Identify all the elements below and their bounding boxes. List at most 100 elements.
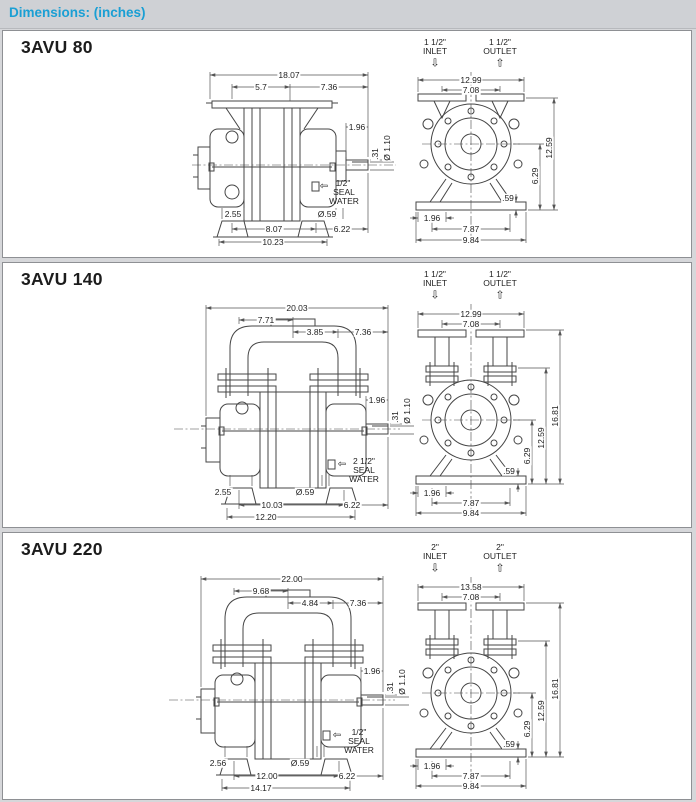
dim-height-centerline: 6.29 [529, 166, 540, 186]
dim-port-centers: 7.08 [461, 84, 481, 95]
dim-foot-width-front: 1.96 [422, 487, 442, 498]
side-view-drawing-140: 20.03 7.71 3.85 7.36 1.96 .31 Ø 1.10 ⇦ 2… [168, 296, 418, 522]
section-3avu-80: 3AVU 80 18.07 5.7 7.36 1.96 .31 Ø 1.10 ⇦… [2, 30, 692, 258]
dim-side-right: 7.36 [319, 81, 339, 92]
outlet-arrow-icon: ⇧ [495, 562, 505, 575]
dim-side-total: 22.00 [280, 573, 304, 584]
front-view-svg [408, 268, 573, 521]
side-view-svg [163, 567, 413, 792]
outlet-size: 1 1/2" [489, 268, 511, 279]
dim-foot-width-front: 1.96 [422, 212, 442, 223]
inlet-arrow-icon: ⇩ [430, 57, 440, 70]
side-view-svg [168, 296, 418, 521]
seal-water-line1: SEAL [333, 186, 355, 197]
dim-base-pad: .59 [502, 465, 516, 476]
model-title-220: 3AVU 220 [21, 539, 103, 559]
inlet-label: INLET [422, 277, 448, 288]
dim-foot-hole: Ø.59 [294, 486, 316, 497]
dim-side-sub1: 5.7 [254, 81, 268, 92]
dim-height-centerline: 6.29 [521, 719, 532, 739]
dim-height-centerline: 6.29 [521, 446, 532, 466]
outlet-arrow-icon: ⇧ [495, 289, 505, 302]
dim-foot-centers: 7.87 [461, 770, 481, 781]
side-view-drawing-80: 18.07 5.7 7.36 1.96 .31 Ø 1.10 ⇦ 1/2" SE… [186, 59, 416, 251]
dim-shaft-overhang: 6.22 [337, 770, 357, 781]
dim-flange-span: 12.99 [459, 308, 483, 319]
page-title: Dimensions: (inches) [9, 5, 146, 20]
dim-foot-width: 2.56 [208, 757, 228, 768]
dim-side-sub2: 4.84 [300, 597, 320, 608]
dim-shaft-length: 1.96 [367, 394, 387, 405]
inlet-size: 1 1/2" [424, 36, 446, 47]
dim-foot-hole: Ø.59 [316, 208, 338, 219]
dim-side-sub1: 9.68 [251, 585, 271, 596]
dim-key-height: .31 [369, 147, 380, 161]
dim-height-top: 16.81 [549, 677, 560, 701]
dim-base-width-front: 9.84 [461, 780, 481, 791]
dim-base-width: 14.17 [249, 782, 273, 793]
dim-port-centers: 7.08 [461, 318, 481, 329]
inlet-arrow-icon: ⇩ [430, 289, 440, 302]
front-view-drawing-220: 2" INLET ⇩ 2" OUTLET ⇧ 13.58 7.08 16.81 … [408, 541, 573, 794]
dim-side-total: 18.07 [277, 69, 301, 80]
inlet-label: INLET [422, 550, 448, 561]
dim-shaft-diameter: Ø 1.10 [396, 668, 407, 696]
dim-foot-hole: Ø.59 [289, 757, 311, 768]
dim-foot-span: 10.03 [260, 499, 284, 510]
dim-height-total: 12.59 [535, 426, 546, 450]
dim-base-pad: .59 [502, 738, 516, 749]
dim-key-height: .31 [384, 681, 395, 695]
header-bar: Dimensions: (inches) [0, 0, 696, 29]
seal-water-line2: WATER [329, 195, 359, 206]
dim-port-centers: 7.08 [461, 591, 481, 602]
dim-base-width: 10.23 [261, 236, 285, 247]
dim-shaft-overhang: 6.22 [332, 223, 352, 234]
dim-key-height: .31 [389, 410, 400, 424]
dim-shaft-length: 1.96 [347, 121, 367, 132]
seal-water-arrow-icon: ⇦ [332, 730, 342, 741]
inlet-label: INLET [422, 45, 448, 56]
outlet-label: OUTLET [483, 550, 517, 561]
section-3avu-220: 3AVU 220 22.00 9.68 4.84 7.36 1.96 .31 Ø… [2, 532, 692, 800]
seal-water-size: 2 1/2" [353, 455, 375, 466]
outlet-label: OUTLET [483, 45, 517, 56]
seal-water-arrow-icon: ⇦ [319, 181, 329, 192]
model-title-80: 3AVU 80 [21, 37, 93, 57]
outlet-label: OUTLET [483, 277, 517, 288]
dim-shaft-length: 1.96 [362, 665, 382, 676]
dim-foot-width: 2.55 [213, 486, 233, 497]
inlet-size: 1 1/2" [424, 268, 446, 279]
dim-base-pad: .59 [501, 192, 515, 203]
inlet-arrow-icon: ⇩ [430, 562, 440, 575]
dim-flange-span: 12.99 [459, 74, 483, 85]
section-3avu-140: 3AVU 140 20.03 7.71 3.85 7.36 1.96 .31 Ø… [2, 262, 692, 528]
inlet-size: 2" [431, 541, 439, 552]
dim-foot-span: 12.00 [255, 770, 279, 781]
outlet-size: 2" [496, 541, 504, 552]
seal-water-line1: SEAL [353, 464, 375, 475]
front-view-drawing-140: 1 1/2" INLET ⇩ 1 1/2" OUTLET ⇧ 12.99 7.0… [408, 268, 573, 521]
dim-height-top: 16.81 [549, 404, 560, 428]
seal-water-line2: WATER [344, 744, 374, 755]
seal-water-line2: WATER [349, 473, 379, 484]
front-view-svg [408, 541, 573, 794]
dim-foot-span: 8.07 [264, 223, 284, 234]
dim-base-width-front: 9.84 [461, 234, 481, 245]
dim-shaft-overhang: 6.22 [342, 499, 362, 510]
dim-height-total: 12.59 [543, 136, 554, 160]
dim-height-total: 12.59 [535, 699, 546, 723]
seal-water-size: 1/2" [351, 726, 367, 737]
dim-side-sub2: 3.85 [305, 326, 325, 337]
dim-base-width-front: 9.84 [461, 507, 481, 518]
dim-side-right: 7.36 [353, 326, 373, 337]
dim-side-sub1: 7.71 [256, 314, 276, 325]
dim-side-total: 20.03 [285, 302, 309, 313]
dim-foot-width-front: 1.96 [422, 760, 442, 771]
front-view-drawing-80: 1 1/2" INLET ⇩ 1 1/2" OUTLET ⇧ 12.99 7.0… [408, 36, 573, 251]
dim-foot-centers: 7.87 [461, 223, 481, 234]
model-title-140: 3AVU 140 [21, 269, 103, 289]
seal-water-line1: SEAL [348, 735, 370, 746]
dim-shaft-diameter: Ø 1.10 [381, 134, 392, 162]
seal-water-arrow-icon: ⇦ [337, 459, 347, 470]
